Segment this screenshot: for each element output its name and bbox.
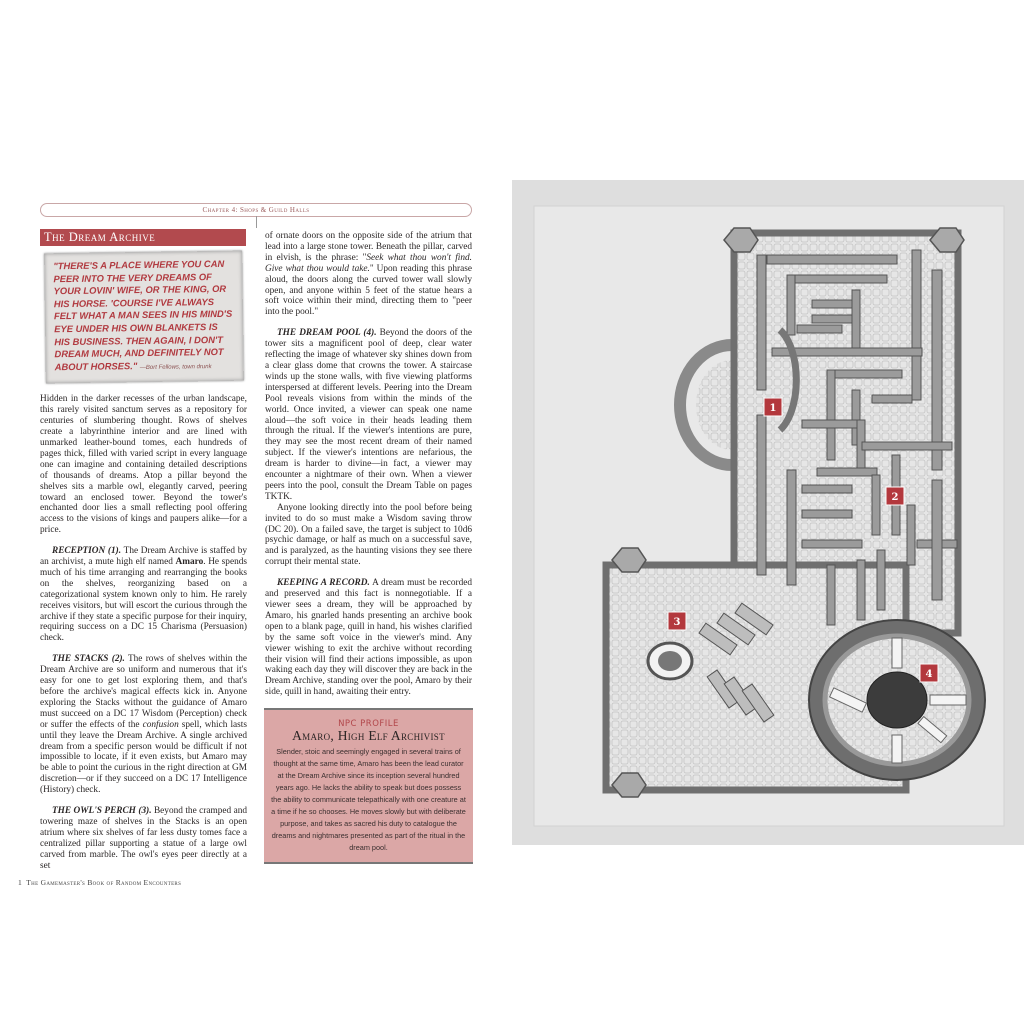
section-text: " Upon reading this phrase aloud, the do… (265, 263, 473, 318)
marker-label: 3 (674, 617, 681, 628)
section-owls-perch-cont: of ornate doors on the opposite side of … (265, 231, 472, 318)
map-page: 1 2 3 4 (512, 180, 1024, 845)
atrium-shelves (698, 602, 775, 723)
column-right: of ornate doors on the opposite side of … (264, 231, 473, 864)
book-title: The Gamemaster's Book of Random Encounte… (26, 878, 182, 887)
map-markers: 1 2 3 4 (667, 397, 939, 683)
npc-title: Amaro, High Elf Archivist (292, 728, 445, 744)
shelves (756, 249, 958, 626)
npc-name: Amaro (175, 557, 204, 568)
section-text: The rows of shelves within the Dream Arc… (40, 654, 247, 730)
owl-statue-icon (658, 651, 682, 671)
section-text: A dream must be recorded and preserved a… (265, 578, 473, 698)
page-number: 1 (18, 878, 23, 887)
quote-body: "There's a place where you can peer into… (53, 257, 233, 373)
marker-1[interactable]: 1 (763, 397, 783, 417)
section-lead: THE OWL'S PERCH (3). (52, 806, 152, 817)
column-divider (256, 216, 257, 228)
section-lead: THE STACKS (2). (52, 654, 125, 665)
section-dream-pool: THE DREAM POOL (4). Beyond the doors of … (265, 328, 472, 503)
npc-description: Slender, stoic and seemingly engaged in … (271, 746, 466, 852)
column-left: The Dream Archive "There's a place where… (40, 229, 247, 872)
marker-4[interactable]: 4 (919, 663, 939, 683)
section-text: of ornate doors on the opposite side of … (265, 231, 472, 263)
marker-label: 2 (892, 492, 899, 503)
viewing-platforms (828, 637, 967, 764)
section-keeping-record: KEEPING A RECORD. A dream must be record… (265, 578, 472, 698)
section-lead: RECEPTION (1). (52, 546, 122, 557)
quote-box: "There's a place where you can peer into… (44, 250, 244, 384)
section-text: spell, which lasts until they leave the … (40, 719, 247, 796)
section-dream-pool-2: Anyone looking directly into the pool be… (265, 502, 472, 568)
dungeon-map: 1 2 3 4 (533, 205, 1005, 827)
section-owls-perch: THE OWL'S PERCH (3). Beyond the cramped … (40, 806, 247, 871)
section-lead: KEEPING A RECORD. (277, 578, 370, 589)
corner-turrets (611, 227, 965, 798)
page-footer: 1 The Gamemaster's Book of Random Encoun… (18, 878, 181, 887)
npc-profile-box: NPC PROFILE Amaro, High Elf Archivist Sl… (264, 708, 473, 864)
quote-text: "There's a place where you can peer into… (53, 258, 236, 376)
dream-pool (866, 671, 928, 729)
section-title: The Dream Archive (40, 229, 246, 246)
npc-label: NPC PROFILE (338, 719, 399, 730)
section-text: The Dream Archive is staffed by an archi… (40, 546, 247, 568)
marker-label: 4 (926, 669, 933, 680)
section-lead: THE DREAM POOL (4). (277, 328, 377, 339)
section-reception: RECEPTION (1). The Dream Archive is staf… (40, 546, 247, 644)
intro-paragraph: Hidden in the darker recesses of the urb… (40, 394, 247, 536)
annex-wall (674, 339, 733, 471)
running-head: Chapter 4: Shops & Guild Halls (40, 203, 472, 217)
section-text: . He spends much of his time arranging a… (40, 557, 247, 644)
section-text: Beyond the cramped and towering maze of … (40, 806, 248, 871)
section-stacks: THE STACKS (2). The rows of shelves with… (40, 654, 247, 796)
marker-2[interactable]: 2 (885, 486, 905, 506)
annex-floor (696, 360, 732, 450)
reception-curved-wall (777, 327, 800, 433)
spell-name: confusion (142, 719, 179, 730)
marker-label: 1 (770, 403, 777, 414)
quote-attribution: —Bort Fellows, town drunk (139, 363, 212, 371)
inscription: Seek what thou won't find. Give what tho… (265, 252, 472, 274)
section-text: Beyond the doors of the tower sits a mag… (265, 328, 473, 502)
marker-3[interactable]: 3 (667, 611, 687, 631)
